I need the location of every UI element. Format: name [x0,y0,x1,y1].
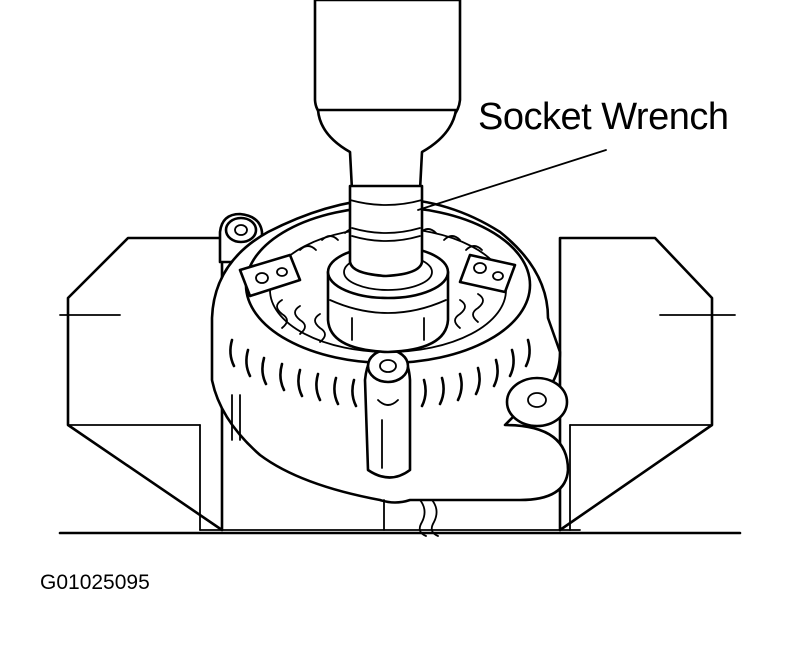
cooling-fins [229,338,531,408]
socket-wrench [313,0,462,278]
vise-block-right [558,236,714,532]
brush-holder-left [238,253,302,298]
front-boss [363,346,412,479]
callout-leader [417,149,607,211]
figure-id: G01025095 [40,571,150,594]
socket-wrench-label: Socket Wrench [478,96,729,138]
terminal-wires [231,394,439,537]
brush-holder-right [458,253,517,294]
vise-base [58,314,742,535]
mounting-ear-right [505,376,569,428]
vise-block-left [66,236,224,532]
